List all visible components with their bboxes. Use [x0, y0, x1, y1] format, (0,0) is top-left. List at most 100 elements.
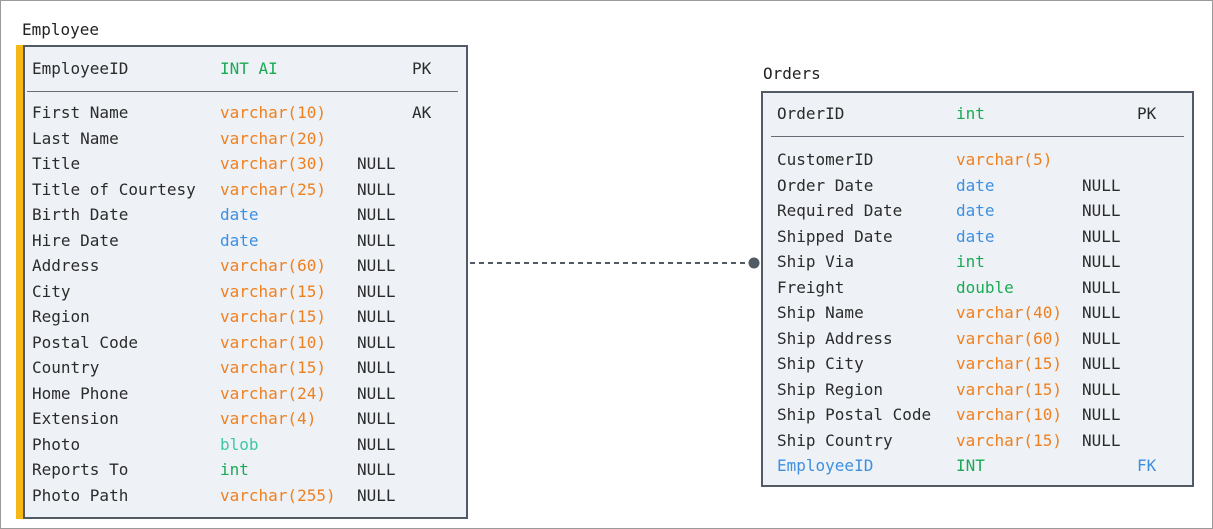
- field-nullability: NULL: [357, 154, 396, 173]
- field-nullability: NULL: [1082, 405, 1121, 424]
- field-type: INT AI: [220, 59, 278, 78]
- field-type: varchar(25): [220, 179, 326, 199]
- field-nullability: NULL: [1082, 201, 1121, 220]
- field-name: EmployeeID: [777, 456, 874, 475]
- field-type: date: [956, 175, 995, 195]
- field-name: Ship Country: [777, 430, 893, 450]
- field-type: varchar(15): [956, 354, 1062, 373]
- relationship-end-dot: [748, 257, 760, 269]
- field-type: varchar(15): [220, 307, 326, 326]
- field-nullability: NULL: [357, 179, 396, 199]
- employee-table-title: Employee: [22, 20, 100, 39]
- field-type: varchar(24): [220, 383, 326, 403]
- field-key-flag: PK: [412, 59, 432, 78]
- field-type: double: [956, 277, 1014, 297]
- field-type: varchar(15): [956, 430, 1062, 450]
- field-name: Ship Via: [777, 252, 855, 271]
- field-nullability: NULL: [357, 358, 396, 377]
- field-name: Ship Region: [777, 379, 883, 399]
- field-nullability: NULL: [357, 460, 396, 479]
- field-row[interactable]: Region varchar(15) NULL: [25, 304, 466, 330]
- field-row[interactable]: Ship Country varchar(15) NULL: [763, 428, 1192, 454]
- field-type: varchar(255): [220, 485, 336, 505]
- field-type: date: [220, 230, 259, 250]
- field-nullability: NULL: [357, 434, 396, 454]
- field-key-flag: PK: [1137, 104, 1157, 123]
- field-nullability: NULL: [1082, 430, 1121, 450]
- field-type: varchar(30): [220, 154, 326, 173]
- field-type: varchar(60): [220, 256, 326, 275]
- field-name: Country: [32, 358, 100, 377]
- field-row[interactable]: Hire Date date NULL: [25, 228, 466, 254]
- field-type: blob: [220, 434, 259, 454]
- field-type: int: [956, 104, 985, 123]
- field-name: Photo Path: [32, 485, 129, 505]
- field-nullability: NULL: [1082, 175, 1121, 195]
- field-name: Extension: [32, 409, 119, 428]
- field-name: Hire Date: [32, 230, 119, 250]
- orders-key-divider: [771, 136, 1184, 137]
- field-type: int: [956, 252, 985, 271]
- field-name: Region: [32, 307, 90, 326]
- field-row[interactable]: Photo Path varchar(255) NULL: [25, 483, 466, 509]
- field-nullability: NULL: [357, 409, 396, 428]
- field-nullability: NULL: [1082, 252, 1121, 271]
- field-nullability: NULL: [1082, 226, 1121, 246]
- field-name: Birth Date: [32, 205, 129, 224]
- field-row[interactable]: Title varchar(30) NULL: [25, 151, 466, 177]
- field-row[interactable]: Birth Date date NULL: [25, 202, 466, 228]
- field-type: varchar(15): [220, 358, 326, 377]
- field-nullability: NULL: [357, 230, 396, 250]
- primary-key-row[interactable]: OrderID int PK: [763, 101, 1192, 127]
- field-name: Ship Address: [777, 328, 893, 348]
- field-nullability: NULL: [357, 205, 396, 224]
- field-type: varchar(10): [220, 103, 326, 122]
- field-nullability: NULL: [1082, 277, 1121, 297]
- field-row[interactable]: Ship Via int NULL: [763, 249, 1192, 275]
- field-key-flag: FK: [1137, 456, 1157, 475]
- field-type: varchar(60): [956, 328, 1062, 348]
- field-nullability: NULL: [357, 307, 396, 326]
- primary-key-row[interactable]: EmployeeID INT AI PK: [25, 56, 466, 82]
- field-name: Shipped Date: [777, 226, 893, 246]
- field-name: Title: [32, 154, 81, 173]
- field-nullability: NULL: [1082, 303, 1121, 322]
- field-name: Last Name: [32, 128, 119, 148]
- field-nullability: NULL: [1082, 354, 1121, 373]
- field-name: EmployeeID: [32, 59, 129, 78]
- field-row[interactable]: Title of Courtesy varchar(25) NULL: [25, 177, 466, 203]
- field-key-flag: AK: [412, 103, 432, 122]
- field-nullability: NULL: [357, 383, 396, 403]
- field-type: date: [220, 205, 259, 224]
- field-name: Title of Courtesy: [32, 179, 196, 199]
- field-nullability: NULL: [357, 332, 396, 352]
- field-nullability: NULL: [357, 485, 396, 505]
- field-row[interactable]: Country varchar(15) NULL: [25, 355, 466, 381]
- field-name: OrderID: [777, 104, 845, 123]
- field-type: varchar(5): [956, 150, 1053, 169]
